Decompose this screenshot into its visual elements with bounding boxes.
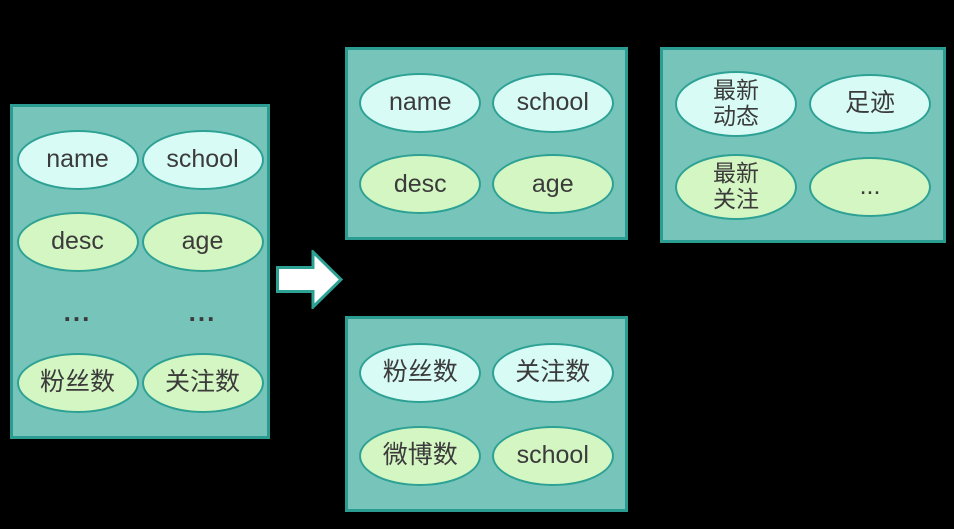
attribute-ellipse-latest-follows: 最新 关注 [675, 153, 797, 220]
attribute-ellipse-ellipsis: ... [809, 156, 931, 217]
attribute-ellipse-desc: desc [16, 211, 139, 272]
attribute-ellipse-school: school [491, 72, 614, 133]
entity-box-stats: 粉丝数 关注数 微博数 school [345, 316, 628, 512]
attribute-ellipse-desc: desc [359, 154, 482, 215]
attribute-ellipse-age: age [141, 211, 264, 272]
right-arrow-icon [276, 250, 343, 309]
ellipsis-text: ... [63, 297, 92, 328]
ellipsis-text: ... [188, 297, 217, 328]
entity-box-source: name school desc age ... ... 粉丝数 关注数 [10, 104, 270, 439]
attribute-ellipse-following-count: 关注数 [491, 342, 614, 403]
attribute-ellipse-name: name [16, 129, 139, 190]
attribute-ellipse-weibo-count: 微博数 [359, 425, 482, 486]
entity-box-profile: name school desc age [345, 47, 628, 240]
attribute-ellipse-following-count: 关注数 [141, 353, 264, 413]
entity-box-activity: 最新 动态 足迹 最新 关注 ... [660, 47, 946, 243]
attribute-ellipse-footprints: 足迹 [809, 73, 931, 134]
attribute-ellipse-school: school [491, 425, 614, 486]
attribute-ellipse-followers-count: 粉丝数 [359, 342, 482, 403]
attribute-ellipse-name: name [359, 72, 482, 133]
attribute-ellipse-latest-updates: 最新 动态 [675, 70, 797, 137]
attribute-ellipse-school: school [141, 129, 264, 190]
attribute-ellipse-age: age [491, 154, 614, 215]
attribute-ellipse-followers-count: 粉丝数 [16, 353, 139, 413]
